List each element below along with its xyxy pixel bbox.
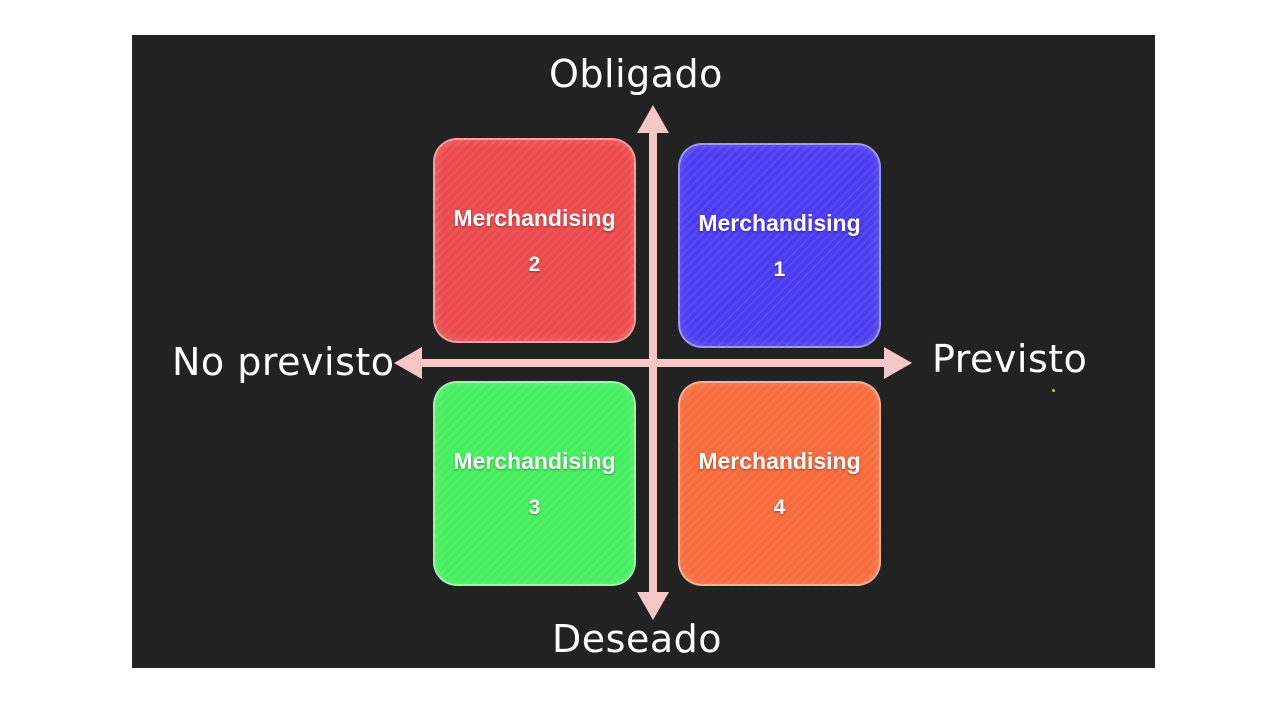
quadrant-title: Merchandising (698, 447, 861, 474)
horizontal-axis-line (414, 359, 892, 367)
quadrant-merchandising-1: Merchandising 1 (678, 143, 881, 348)
quadrant-title: Merchandising (698, 209, 861, 236)
arrow-left-icon (394, 347, 422, 379)
diagram-slide: Merchandising 2 Merchandising 1 Merchand… (132, 35, 1155, 668)
quadrant-number: 2 (528, 252, 541, 276)
axis-label-top: Obligado (549, 52, 723, 96)
quadrant-number: 1 (773, 257, 786, 281)
axis-label-bottom: Deseado (552, 617, 722, 661)
axis-label-left: No previsto (172, 340, 395, 384)
quadrant-title: Merchandising (453, 447, 616, 474)
arrow-up-icon (637, 105, 669, 133)
arrow-down-icon (637, 592, 669, 620)
quadrant-title: Merchandising (453, 204, 616, 231)
quadrant-number: 3 (528, 495, 541, 519)
vertical-axis-line (649, 133, 657, 607)
quadrant-number: 4 (773, 495, 786, 519)
quadrant-merchandising-4: Merchandising 4 (678, 381, 881, 586)
arrow-right-icon (884, 347, 912, 379)
stray-dot (1052, 389, 1055, 392)
axis-label-right: Previsto (932, 337, 1088, 381)
quadrant-merchandising-3: Merchandising 3 (433, 381, 636, 586)
quadrant-merchandising-2: Merchandising 2 (433, 138, 636, 343)
axes-arrows (394, 105, 912, 620)
